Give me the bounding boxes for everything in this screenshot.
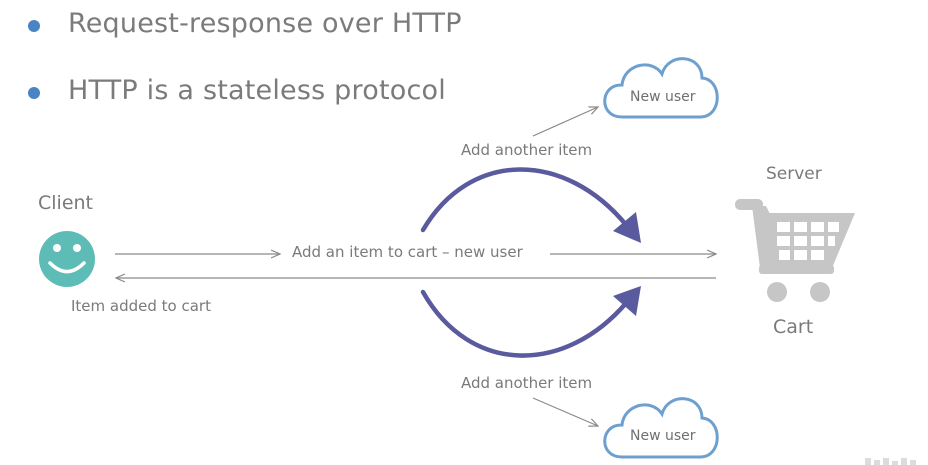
cloud-icon-bottom [603, 397, 719, 459]
cloud-label-bottom: New user [630, 428, 696, 444]
cart-label: Cart [773, 316, 814, 338]
curved-arrow-bottom [420, 286, 641, 358]
another-item-top-label: Add another item [461, 141, 593, 159]
pointer-arrow-bottom [532, 397, 598, 426]
cloud-icon-top [603, 57, 719, 119]
another-item-bottom-label: Add another item [461, 374, 593, 392]
bullet-text-2: HTTP is a stateless protocol [68, 75, 446, 106]
pointer-arrow-top [532, 107, 598, 137]
watermark-logo [865, 458, 916, 465]
shopping-cart-icon [735, 199, 855, 302]
cloud-label-top: New user [630, 89, 696, 105]
bullet-dot-2 [28, 87, 40, 99]
bullet-dot-1 [28, 20, 40, 32]
server-label: Server [766, 164, 822, 184]
smiley-face-icon [39, 231, 95, 287]
request-label: Add an item to cart – new user [292, 243, 523, 261]
client-label: Client [38, 192, 94, 214]
response-label: Item added to cart [71, 297, 211, 315]
curved-arrow-top [420, 167, 641, 243]
bullet-text-1: Request-response over HTTP [68, 8, 462, 39]
